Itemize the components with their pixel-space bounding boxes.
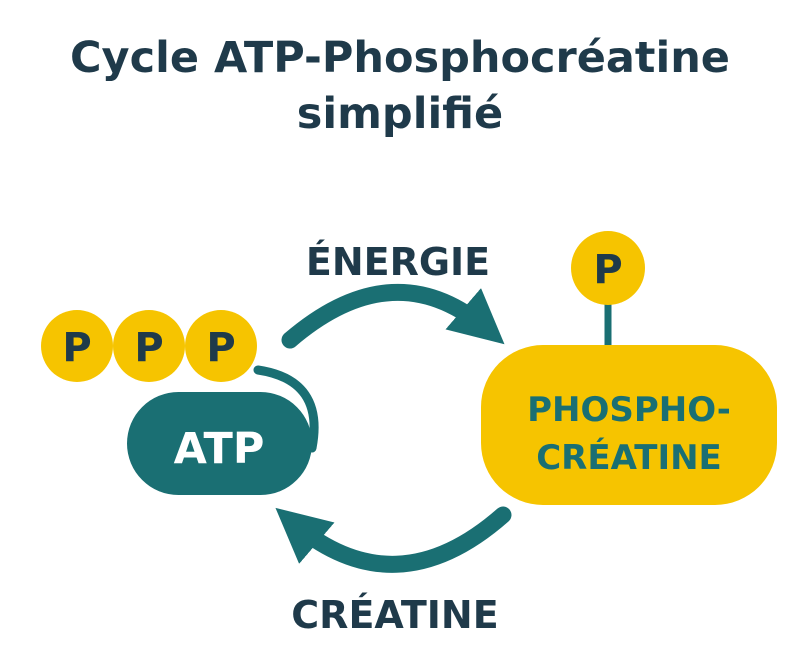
- energy-label: ÉNERGIE: [306, 240, 490, 284]
- phosphocreatine-phosphate-label: P: [593, 247, 622, 293]
- phosphocreatine-molecule: [481, 345, 777, 505]
- atp-phosphate-link: [253, 365, 319, 453]
- atp-molecule: [127, 392, 312, 495]
- creatine-arrow: [275, 506, 512, 573]
- energy-arrow: [281, 284, 505, 349]
- page-title: Cycle ATP-Phosphocréatine simplifié: [0, 30, 800, 142]
- title-line-2: simplifié: [296, 89, 504, 139]
- phosphate-3-label: P: [206, 325, 235, 371]
- phosphate-2-label: P: [134, 325, 163, 371]
- phosphate-1-label: P: [62, 325, 91, 371]
- atp-label: ATP: [174, 424, 265, 474]
- phosphate-2: [113, 310, 185, 382]
- phosphocreatine-label-line-1: PHOSPHO-: [527, 390, 731, 430]
- phosphate-1: [41, 310, 113, 382]
- creatine-label: CRÉATINE: [291, 593, 498, 637]
- phosphate-3: [185, 310, 257, 382]
- title-line-1: Cycle ATP-Phosphocréatine: [70, 33, 730, 83]
- phosphocreatine-phosphate: [571, 231, 645, 305]
- phosphocreatine-label-line-2: CRÉATINE: [536, 437, 722, 478]
- phosphate-chain: P P P: [41, 310, 257, 382]
